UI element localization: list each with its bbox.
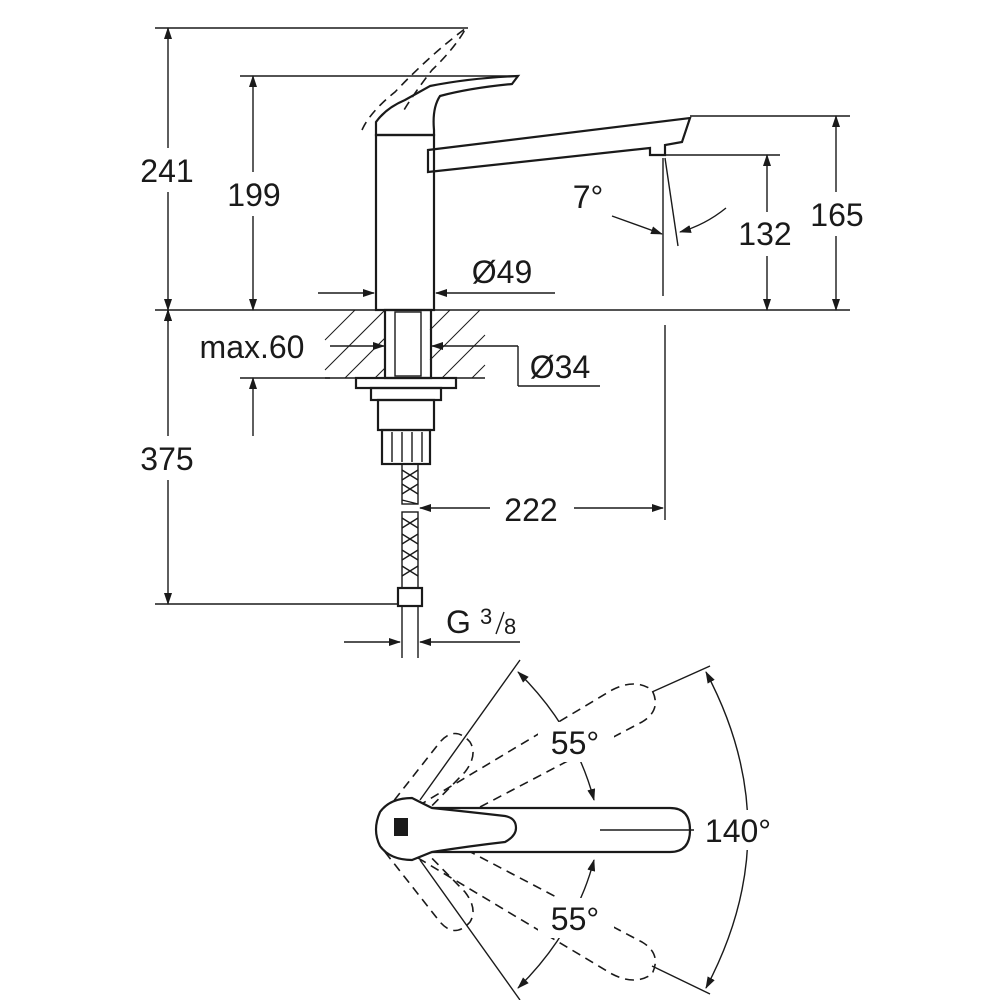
label-222: 222 <box>504 492 557 528</box>
label-spout-angle: 7° <box>573 179 604 215</box>
dimension-132: 132 <box>665 154 800 311</box>
nut-ridges <box>391 432 423 462</box>
label-angle-down: 55° <box>551 901 599 937</box>
lever-position-center <box>374 796 692 862</box>
label-thread-num: 3 <box>480 604 492 629</box>
countertop-hatching <box>324 309 486 379</box>
label-body-diameter: Ø49 <box>472 254 532 290</box>
dimension-375: 375 <box>132 309 398 605</box>
label-199: 199 <box>227 177 280 213</box>
dimension-165: 165 <box>690 115 870 311</box>
label-375: 375 <box>140 441 193 477</box>
dimension-body-diameter: Ø49 <box>318 254 555 297</box>
dimension-199: 199 <box>218 75 515 311</box>
mounting-assembly <box>354 308 458 658</box>
label-241: 241 <box>140 153 193 189</box>
label-thread-den: 8 <box>504 614 516 639</box>
label-angle-up: 55° <box>551 725 599 761</box>
hose-braid <box>401 469 419 577</box>
label-thread-g: G <box>446 604 471 640</box>
dimension-spout-angle: 7° <box>573 157 727 296</box>
countertop <box>324 309 486 379</box>
dimension-241: 241 <box>134 27 468 311</box>
dimension-hole-diameter: Ø34 <box>330 342 600 387</box>
label-132: 132 <box>738 216 791 252</box>
label-165: 165 <box>810 197 863 233</box>
dimension-max-thickness: max.60 <box>164 309 330 436</box>
dimension-222: 222 <box>419 325 666 528</box>
label-max-thickness: max.60 <box>200 329 305 365</box>
lever-position-down <box>384 835 657 981</box>
lever-position-up <box>384 683 657 829</box>
dimension-thread: G 3 8 <box>344 604 520 646</box>
top-view: 55° 55° 140° <box>374 659 786 1000</box>
label-hole-diameter: Ø34 <box>530 349 590 385</box>
label-angle-total: 140° <box>705 813 771 849</box>
